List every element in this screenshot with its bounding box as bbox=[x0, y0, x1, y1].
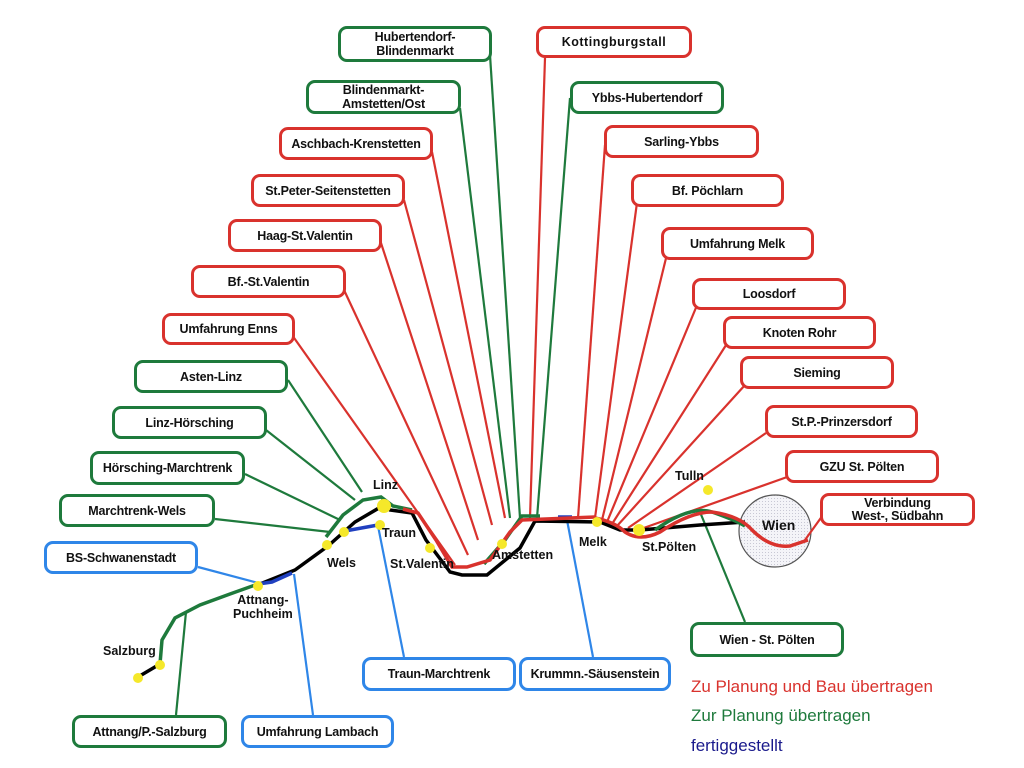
leader-sieming bbox=[616, 384, 746, 527]
green-leader-lines bbox=[174, 54, 747, 716]
box-kottingburgstall: Kottingburgstall bbox=[536, 26, 692, 58]
station-label-wels: Wels bbox=[327, 556, 356, 570]
legend-planning-and-construction: Zu Planung und Bau übertragen bbox=[691, 677, 933, 696]
leader-knoten-rohr bbox=[611, 341, 729, 525]
station-dot-melk bbox=[592, 517, 602, 527]
station-label-st-poelten: St.Pölten bbox=[642, 540, 697, 554]
station-label-salzburg: Salzburg bbox=[103, 644, 156, 658]
box-gzu-st-poelten: GZU St. Pölten bbox=[785, 450, 939, 483]
station-dot-wels bbox=[322, 540, 332, 550]
leader-hubertendorf-blindenmarkt bbox=[488, 54, 522, 519]
station-dot-linz bbox=[377, 499, 391, 513]
box-umfahrung-melk: Umfahrung Melk bbox=[661, 227, 814, 260]
box-verbindung-west-suedbahn: Verbindung West-, Südbahn bbox=[820, 493, 975, 526]
leader-umfahrung-melk bbox=[600, 249, 670, 521]
box-hubertendorf-blindenmarkt: Hubertendorf- Blindenmarkt bbox=[338, 26, 492, 62]
leader-blindenmarkt-amstetten bbox=[458, 107, 512, 519]
box-bf-poechlarn: Bf. Pöchlarn bbox=[631, 174, 784, 207]
leader-haag-st-valentin bbox=[378, 239, 480, 541]
leader-aschbach-krenstetten bbox=[430, 151, 507, 519]
box-asten-linz: Asten-Linz bbox=[134, 360, 288, 393]
station-label-amstetten: Amstetten bbox=[492, 548, 554, 562]
box-bf-st-valentin: Bf.-St.Valentin bbox=[191, 265, 346, 298]
box-st-peter-seitenstetten: St.Peter-Seitenstetten bbox=[251, 174, 405, 207]
station-label-linz: Linz bbox=[373, 478, 398, 492]
station-dot-salzburg-a bbox=[155, 660, 165, 670]
leader-st-peter-seitenstetten bbox=[402, 199, 494, 526]
blue-leader-lines bbox=[197, 519, 595, 716]
leader-wien-st-poelten bbox=[698, 511, 747, 623]
leader-krummn-saeusenstein bbox=[565, 519, 595, 658]
box-hoersching-marchtrenk: Hörsching-Marchtrenk bbox=[90, 451, 245, 485]
leader-marchtrenk-wels bbox=[214, 517, 331, 534]
leader-loosdorf bbox=[605, 297, 702, 523]
station-dot-salzburg-b bbox=[133, 673, 143, 683]
station-label-wien: Wien bbox=[762, 517, 796, 533]
box-blindenmarkt-amstetten-ost: Blindenmarkt- Amstetten/Ost bbox=[306, 80, 461, 114]
box-sieming: Sieming bbox=[740, 356, 894, 389]
leader-ybbs-hubertendorf bbox=[535, 97, 572, 519]
blue-track-traun bbox=[344, 523, 379, 533]
box-traun-marchtrenk: Traun-Marchtrenk bbox=[362, 657, 516, 691]
legend-planning: Zur Planung übertragen bbox=[691, 706, 871, 725]
box-st-p-prinzersdorf: St.P.-Prinzersdorf bbox=[765, 405, 918, 438]
leader-st-p-prinzersdorf bbox=[627, 432, 767, 529]
leader-bf-st-valentin bbox=[343, 289, 469, 556]
station-dots bbox=[133, 485, 713, 683]
box-loosdorf: Loosdorf bbox=[692, 278, 846, 310]
box-haag-st-valentin: Haag-St.Valentin bbox=[228, 219, 382, 252]
leader-traun-marchtrenk bbox=[376, 525, 406, 658]
box-ybbs-hubertendorf: Ybbs-Hubertendorf bbox=[570, 81, 724, 114]
leader-hoersching-marchtrenk bbox=[244, 473, 341, 521]
station-label-tulln: Tulln bbox=[675, 469, 704, 483]
leader-bs-schwanenstadt bbox=[197, 565, 263, 586]
station-dot-traun bbox=[375, 520, 385, 530]
leader-gzu-st-poelten bbox=[637, 474, 791, 532]
red-leader-lines bbox=[291, 57, 829, 566]
green-track-west bbox=[158, 582, 259, 665]
box-marchtrenk-wels: Marchtrenk-Wels bbox=[59, 494, 215, 527]
station-label-st-valentin: St.Valentin bbox=[390, 557, 454, 571]
legend-completed: fertiggestellt bbox=[691, 736, 783, 755]
station-dot-st-poelten bbox=[633, 524, 645, 536]
box-aschbach-krenstetten: Aschbach-Krenstetten bbox=[279, 127, 433, 160]
red-track-melk-wien bbox=[594, 510, 809, 548]
station-dot-wels-east bbox=[339, 527, 349, 537]
station-dot-attnang bbox=[253, 581, 263, 591]
box-attnang-salzburg: Attnang/P.-Salzburg bbox=[72, 715, 227, 748]
red-track-st-valentin bbox=[402, 507, 596, 569]
leader-umfahrung-lambach bbox=[292, 573, 315, 716]
blue-track-lambach bbox=[257, 571, 293, 586]
station-dot-amstetten bbox=[497, 539, 507, 549]
box-sarling-ybbs: Sarling-Ybbs bbox=[604, 125, 759, 158]
leader-linz-hoersching bbox=[265, 429, 356, 501]
station-label-traun: Traun bbox=[382, 526, 417, 540]
box-krummn-saeusenstein: Krummn.-Säusenstein bbox=[519, 657, 671, 691]
box-wien-st-poelten: Wien - St. Pölten bbox=[690, 622, 844, 657]
station-label-attnang-puchheim: Attnang- Puchheim bbox=[233, 593, 293, 621]
leader-asten-linz bbox=[287, 379, 363, 493]
leader-bf-poechlarn bbox=[593, 194, 640, 519]
box-umfahrung-enns: Umfahrung Enns bbox=[162, 313, 295, 345]
box-linz-hoersching: Linz-Hörsching bbox=[112, 406, 267, 439]
green-track-linz-wels bbox=[324, 495, 413, 539]
leader-attnang-salzburg bbox=[174, 611, 188, 716]
leader-sarling-ybbs bbox=[576, 144, 607, 519]
station-dot-tulln bbox=[703, 485, 713, 495]
box-bs-schwanenstadt: BS-Schwanenstadt bbox=[44, 541, 198, 574]
station-dot-st-valentin bbox=[425, 543, 435, 553]
box-knoten-rohr: Knoten Rohr bbox=[723, 316, 876, 349]
station-label-melk: Melk bbox=[579, 535, 607, 549]
leader-kottingburgstall bbox=[528, 57, 547, 519]
box-umfahrung-lambach: Umfahrung Lambach bbox=[241, 715, 394, 748]
